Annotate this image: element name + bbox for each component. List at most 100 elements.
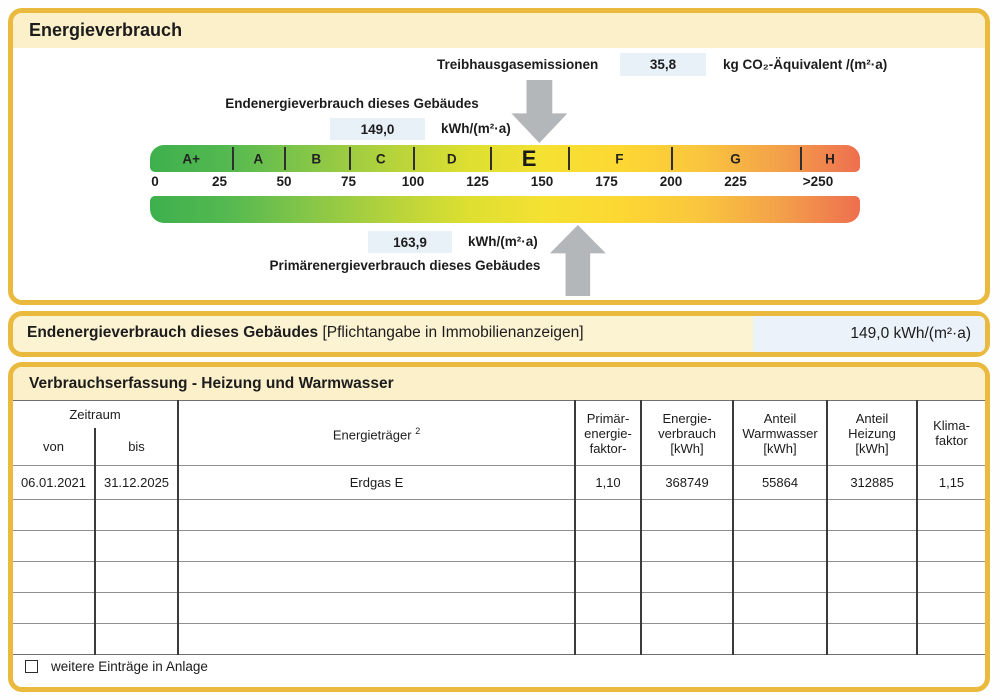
table-empty-cell xyxy=(826,623,918,655)
primary-energy-value: 163,9 xyxy=(368,231,452,253)
col-header-bis: bis xyxy=(93,427,179,466)
table-cell: Erdgas E xyxy=(177,465,576,500)
table-empty-cell xyxy=(732,592,828,624)
scale-tick-50: 50 xyxy=(276,174,292,189)
table-cell: 312885 xyxy=(826,465,918,500)
section-title-energieverbrauch: Energieverbrauch xyxy=(13,13,985,48)
table-empty-cell xyxy=(574,530,642,562)
scale-segment-divider xyxy=(232,147,235,170)
primary-energy-unit: kWh/(m²·a) xyxy=(468,234,538,249)
table-empty-cell xyxy=(574,561,642,593)
table-empty-cell xyxy=(640,592,734,624)
scale-segment-divider xyxy=(348,147,351,170)
scale-class-A+: A+ xyxy=(182,151,201,166)
table-empty-cell xyxy=(93,592,179,624)
strip-value: 149,0 kWh/(m²·a) xyxy=(753,316,985,352)
table-cell: 06.01.2021 xyxy=(20,475,87,490)
table-cell: 368749 xyxy=(640,465,734,500)
table-empty-cell xyxy=(177,592,576,624)
table-empty-cell xyxy=(93,623,179,655)
table-empty-cell xyxy=(732,530,828,562)
ghg-unit: kg CO₂-Äquivalent /(m²·a) xyxy=(723,57,888,72)
table-empty-cell xyxy=(640,623,734,655)
section-title-verbrauchserfassung: Verbrauchserfassung - Heizung und Warmwa… xyxy=(13,367,985,400)
table-empty-cell xyxy=(177,530,576,562)
table-empty-cell xyxy=(826,530,918,562)
scale-tick-150: 150 xyxy=(530,174,554,189)
table-empty-cell xyxy=(574,592,642,624)
end-energy-label: Endenergieverbrauch dieses Gebäudes xyxy=(225,96,479,111)
table-empty-cell xyxy=(826,592,918,624)
scale-tick-25: 25 xyxy=(211,174,228,189)
scale-tick->250: >250 xyxy=(802,174,834,189)
primary-energy-arrow-up-icon xyxy=(549,225,606,296)
table-empty-cell xyxy=(640,499,734,531)
further-entries-label: weitere Einträge in Anlage xyxy=(51,659,208,674)
scale-tick-75: 75 xyxy=(340,174,357,189)
col-header-primaerenergiefaktor: Primär-energie-faktor- xyxy=(574,400,642,466)
scale-segment-divider xyxy=(800,147,802,170)
table-empty-cell xyxy=(93,561,179,593)
scale-segment-divider xyxy=(413,147,415,170)
table-empty-cell xyxy=(826,499,918,531)
scale-class-B: B xyxy=(311,151,322,166)
table-empty-cell xyxy=(826,561,918,593)
table-empty-cell xyxy=(916,561,986,593)
table-cell: 31.12.2025 xyxy=(93,465,179,500)
scale-class-E: E xyxy=(521,145,537,171)
table-empty-cell xyxy=(13,562,95,593)
table-empty-cell xyxy=(93,530,179,562)
table-empty-cell xyxy=(13,624,95,655)
energy-scale-bar-bottom xyxy=(150,196,860,223)
table-empty-cell xyxy=(13,531,95,562)
scale-segment-divider xyxy=(284,147,286,170)
scale-tick-125: 125 xyxy=(466,174,489,189)
table-empty-cell xyxy=(640,561,734,593)
scale-class-H: H xyxy=(825,151,835,166)
table-empty-row xyxy=(13,561,986,593)
table-empty-cell xyxy=(177,499,576,531)
table-empty-cell xyxy=(732,561,828,593)
end-energy-arrow-down-icon xyxy=(511,80,568,143)
end-energy-strip: Endenergieverbrauch dieses Gebäudes [Pfl… xyxy=(8,311,990,357)
table-empty-cell xyxy=(177,623,576,655)
scale-tick-175: 175 xyxy=(595,174,618,189)
consumption-table-section: Verbrauchserfassung - Heizung und Warmwa… xyxy=(8,362,990,692)
table-empty-row xyxy=(13,592,986,624)
primary-energy-label: Primärenergieverbrauch dieses Gebäudes xyxy=(269,258,541,273)
scale-class-A: A xyxy=(253,151,264,166)
table-empty-cell xyxy=(916,592,986,624)
table-empty-cell xyxy=(574,623,642,655)
further-entries-checkbox xyxy=(25,660,38,673)
table-empty-cell xyxy=(732,499,828,531)
table-empty-row xyxy=(13,530,986,562)
table-empty-cell xyxy=(916,530,986,562)
end-energy-unit: kWh/(m²·a) xyxy=(441,121,511,136)
scale-tick-100: 100 xyxy=(401,174,425,189)
table-empty-cell xyxy=(13,593,95,624)
end-energy-value: 149,0 xyxy=(330,118,425,140)
ghg-label: Treibhausgasemissionen xyxy=(437,57,599,72)
table-empty-cell xyxy=(177,561,576,593)
scale-segment-divider xyxy=(671,147,673,170)
table-empty-row xyxy=(13,499,986,531)
further-entries-row: weitere Einträge in Anlage xyxy=(25,659,208,674)
scale-segment-divider xyxy=(490,147,493,170)
table-empty-row xyxy=(13,623,986,655)
energy-consumption-section: Energieverbrauch Treibhausgasemissionen … xyxy=(8,8,990,305)
table-empty-cell xyxy=(732,623,828,655)
strip-label: Endenergieverbrauch dieses Gebäudes xyxy=(27,324,319,341)
ghg-value: 35,8 xyxy=(620,53,706,76)
table-cell: 55864 xyxy=(732,465,828,500)
scale-segment-divider xyxy=(567,147,570,170)
table-empty-cell xyxy=(13,500,95,531)
table-empty-cell xyxy=(640,530,734,562)
